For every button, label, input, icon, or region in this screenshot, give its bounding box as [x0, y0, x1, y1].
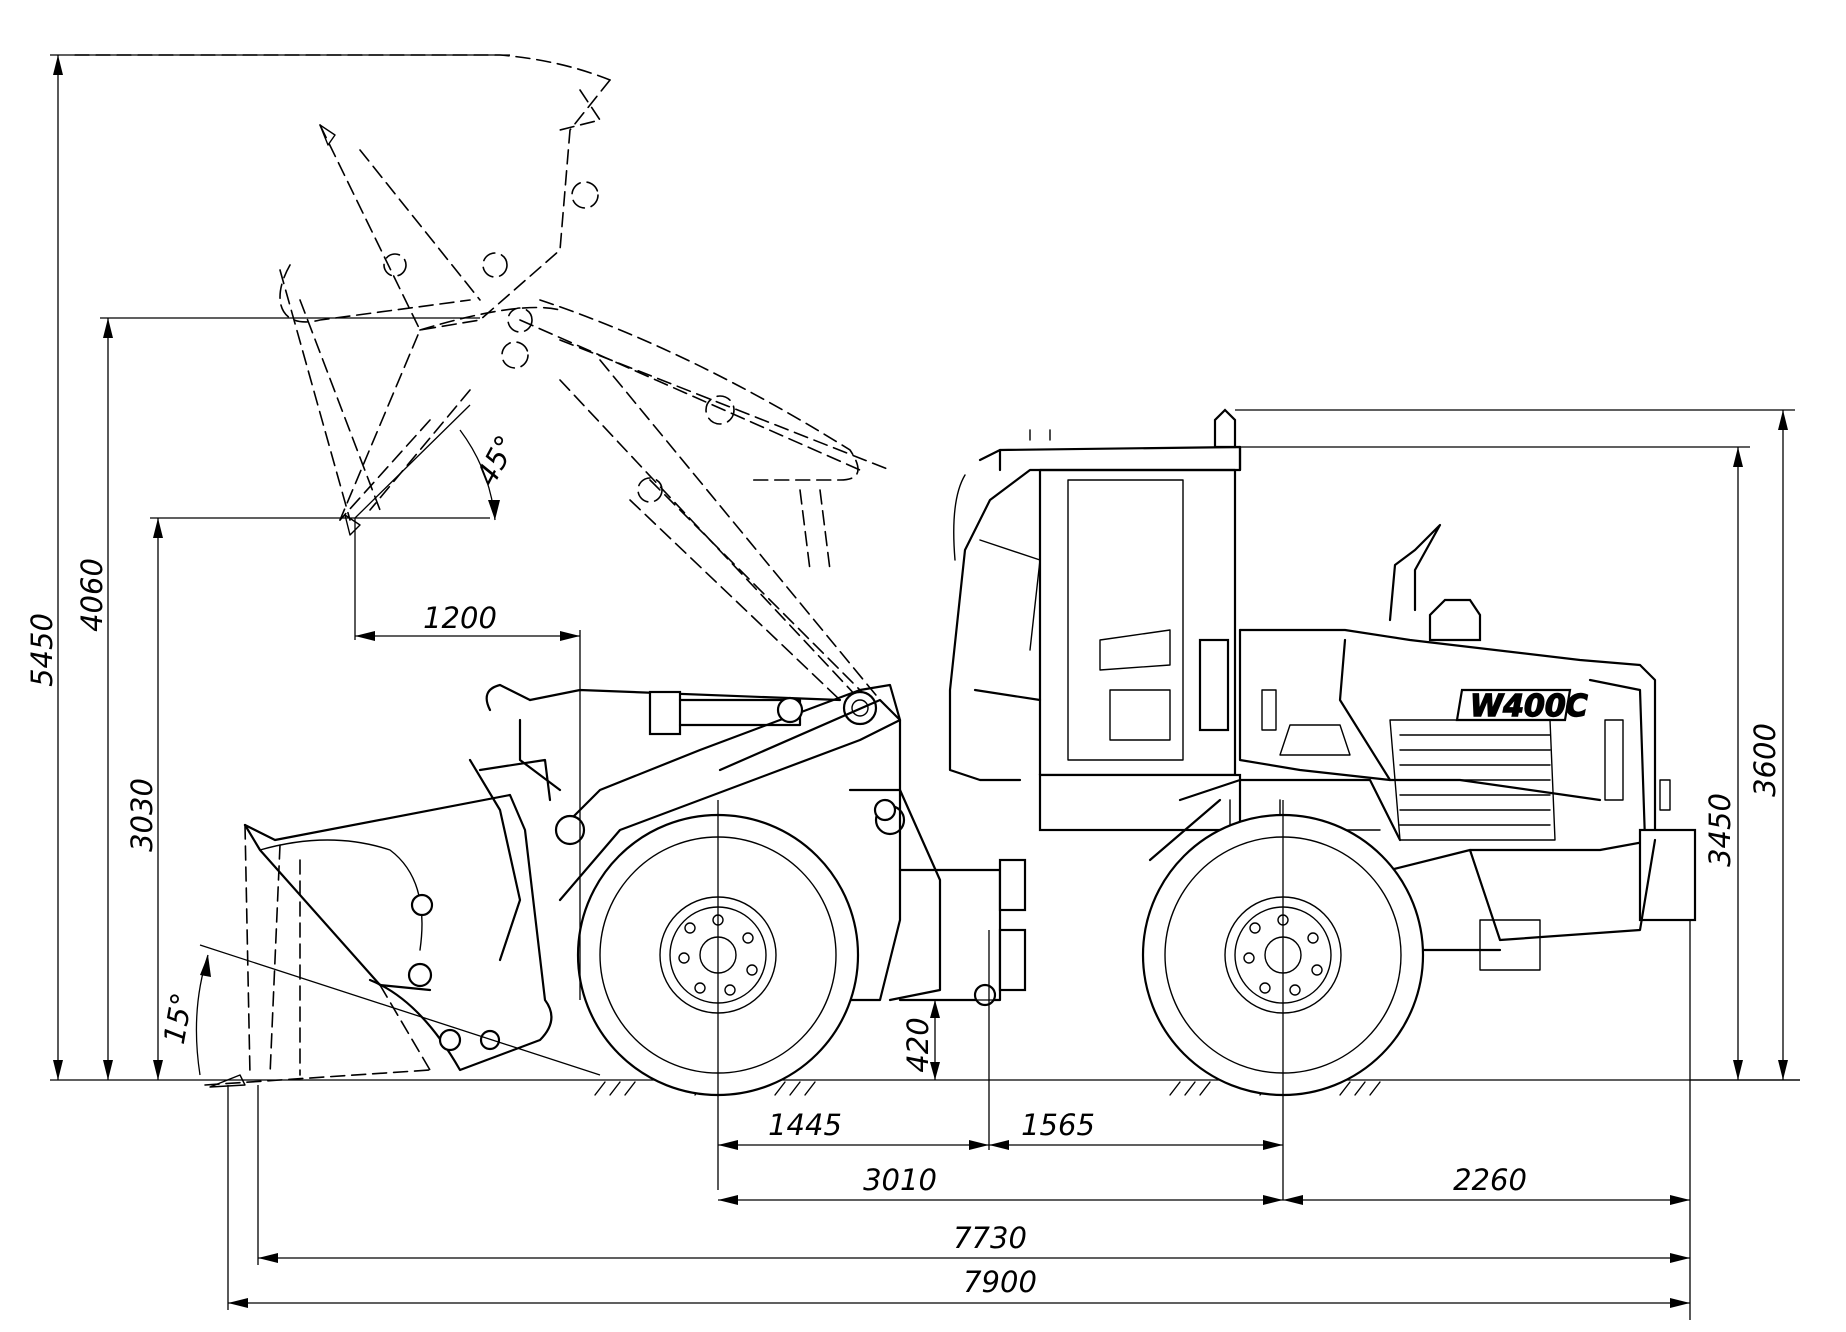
- dim-front-axle-to-hinge: 1445: [768, 1108, 842, 1142]
- dim-length-bucket-on-ground: 7730: [953, 1221, 1027, 1255]
- dim-dump-clearance: 3030: [125, 778, 159, 852]
- dim-max-pin-height: 5450: [25, 613, 59, 687]
- dim-overall-length: 7900: [963, 1265, 1037, 1299]
- axle-center-lines: [717, 800, 1284, 1200]
- dim-rollback-angle: 15°: [157, 990, 199, 1047]
- dimension-labels: 5450 4060 3030 1200 45° 15° 420 1445 156…: [25, 430, 1782, 1299]
- dim-ground-clearance: 420: [901, 1017, 935, 1072]
- dim-rear-overhang: 2260: [1453, 1163, 1527, 1197]
- raised-bucket-outline: [74, 54, 891, 701]
- dim-dump-angle: 45°: [469, 430, 523, 491]
- model-label: W400C: [1470, 689, 1588, 724]
- dim-beacon-height: 3600: [1748, 723, 1782, 797]
- dim-dump-reach: 1200: [423, 601, 497, 635]
- dimension-lines: [50, 54, 1800, 1320]
- model-badge: W400C: [1455, 688, 1588, 725]
- operator-cab: [948, 408, 1242, 832]
- lowered-bucket: [204, 758, 553, 1088]
- ground-line: [50, 1079, 1800, 1096]
- dim-cab-height: 3450: [1703, 793, 1737, 867]
- dim-hinge-pin-height: 4060: [75, 558, 109, 632]
- dim-hinge-to-rear-axle: 1565: [1021, 1108, 1095, 1142]
- dim-wheelbase: 3010: [863, 1163, 937, 1197]
